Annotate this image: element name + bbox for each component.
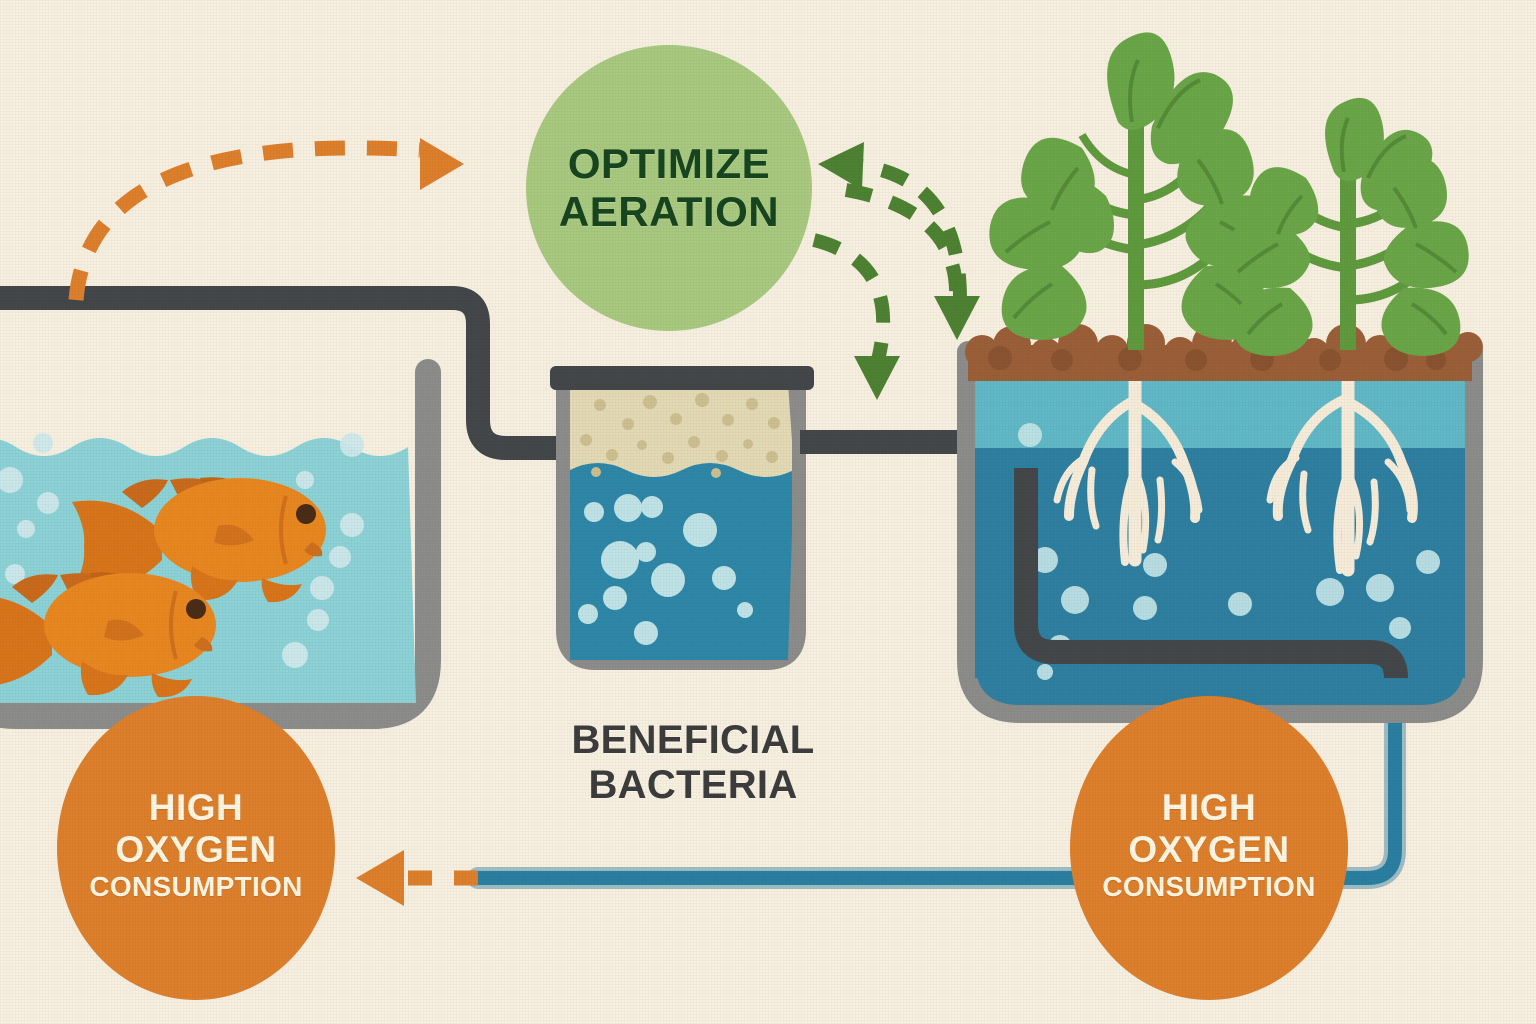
grow-badge-line1: HIGH bbox=[1161, 787, 1257, 828]
fish-upper bbox=[72, 477, 326, 603]
fish-badge-line2: OXYGEN bbox=[115, 829, 277, 870]
fish-lower bbox=[0, 572, 216, 698]
arrow-aeration-to-bacteria-head bbox=[854, 356, 900, 400]
plant-roots-left bbox=[1053, 349, 1203, 567]
arrow-fish-to-aeration bbox=[68, 140, 421, 301]
fish-badge-line1: HIGH bbox=[148, 787, 244, 828]
fish-tank-badge-circle bbox=[57, 696, 335, 1000]
plant-left bbox=[989, 32, 1283, 350]
pipe-inside-growbed bbox=[1014, 468, 1408, 679]
arrow-aeration-to-growbed bbox=[844, 183, 964, 301]
bacteria-tank-contents bbox=[570, 390, 792, 660]
bacteria-tank-bubbles bbox=[578, 494, 753, 645]
fish-badge-line3: CONSUMPTION bbox=[89, 871, 303, 902]
grow-bed-badge-circle bbox=[1070, 696, 1348, 1000]
beneficial-bacteria-line1: BENEFICIAL bbox=[571, 718, 815, 762]
beneficial-bacteria-line2: BACTERIA bbox=[588, 762, 798, 807]
pipe-fish-to-bacteria bbox=[0, 286, 560, 460]
arrow-plants-to-aeration bbox=[860, 159, 967, 301]
arrow-plants-to-aeration-head bbox=[818, 142, 864, 190]
grow-badge-line2: OXYGEN bbox=[1128, 829, 1290, 870]
return-arrow-head bbox=[356, 850, 404, 906]
fish-tank-bubbles bbox=[0, 433, 364, 668]
grow-badge-line3: CONSUMPTION bbox=[1102, 871, 1316, 902]
grow-bed-badge-label: HIGH OXYGEN CONSUMPTION bbox=[1070, 760, 1348, 930]
arrow-aeration-to-growbed-head bbox=[934, 296, 980, 340]
return-pipe-blue bbox=[471, 669, 1402, 885]
fish-tank-badge-label: HIGH OXYGEN CONSUMPTION bbox=[57, 760, 335, 930]
optimize-aeration-line1: OPTIMIZE bbox=[567, 140, 771, 187]
arrow-aeration-to-bacteria bbox=[812, 233, 891, 362]
arrow-fish-to-aeration-head bbox=[420, 138, 464, 190]
optimize-aeration-line2: AERATION bbox=[558, 188, 780, 235]
bacteria-tank-lid bbox=[550, 366, 814, 390]
plant-right bbox=[1225, 97, 1469, 356]
beneficial-bacteria-label: BENEFICIAL BACTERIA bbox=[520, 718, 866, 808]
optimize-aeration-label: OPTIMIZE AERATION bbox=[526, 118, 812, 258]
grow-bed-gravel-shadow bbox=[988, 346, 1446, 371]
bacteria-media-speckles bbox=[580, 393, 780, 478]
plant-roots-right bbox=[1266, 349, 1418, 577]
optimize-aeration-circle bbox=[526, 45, 812, 331]
